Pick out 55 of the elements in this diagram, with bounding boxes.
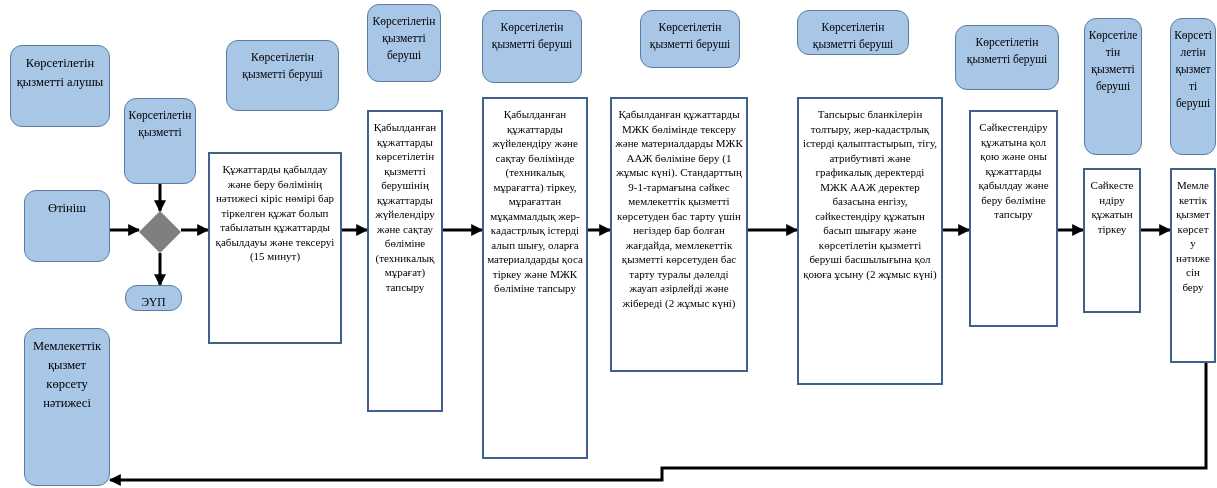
box-text: Сәйкестендіру құжатын тіркеу: [1089, 178, 1135, 236]
arrow: [110, 224, 141, 236]
role-box: [797, 10, 909, 55]
role-box: [1170, 18, 1216, 155]
process-box: [367, 110, 443, 412]
role-box: [10, 45, 110, 127]
box-text: Құжаттарды қабылдау және беру бөлімінің нәтижесі кіріс нөмірі бар тіркелген құжат болып табылатын құжаттарды қабылдауы және тексеруі (15 минут): [214, 162, 336, 264]
process-box: [1083, 168, 1141, 313]
box-text: Мемлекеттік қызмет көрсету нәтижесі: [32, 338, 102, 412]
box-text: Көрсетілетін қызметті беруші: [1174, 28, 1212, 112]
diamond-shape: [139, 211, 181, 253]
box-text: Қабылданған құжаттарды жүйелендіру және сақтау бөлімінде (техникалық мұрағатта) тіркеу, мұрағаттан мұқаммалдық жер-кадастрлық істерді алып шығу, оларға материалдарды қоса тіркеу және МЖК бөліміне тапсыру: [487, 107, 583, 296]
role-box: [24, 190, 110, 262]
role-box: [1084, 18, 1142, 155]
arrow: [108, 363, 1208, 486]
arrow: [748, 224, 799, 236]
box-text: Көрсетілетін қызметті беруші: [1088, 28, 1138, 95]
arrow: [1058, 224, 1085, 236]
arrow: [342, 224, 369, 236]
role-box: [125, 285, 182, 311]
role-box: [955, 25, 1059, 90]
box-text: Қабылданған құжаттарды МЖК бөлімінде тексеру және материалдарды МЖК ААЖ бөліміне беру (1 жұмыс күні). Стандарттың 9-1-тармағына сәйкес мемлекеттік қызметті көрсетуден бас тарту үшін негіздер бар болған жағдайда, мемлекеттік қызметті көрсетуден бас тарту туралы дәлелді жауап әзірлейді және жібереді (2 жұмыс күні): [615, 107, 743, 310]
box-text: Көрсетілетін қызметті беруші: [371, 14, 437, 64]
role-box: [226, 40, 339, 111]
role-box: [24, 328, 110, 486]
arrow: [181, 224, 210, 236]
arrow: [588, 224, 612, 236]
box-text: ЭҮП: [140, 295, 167, 310]
box-text: Қабылданған құжаттарды көрсетілетін қызметті берушінің құжаттарды жүйелендіру және сақтау бөлімінe (техникалық мұрағат) тапсыру: [372, 120, 438, 294]
process-box: [482, 97, 588, 459]
box-text: Мемлекеттік қызмет көрсету нәтижесін беру: [1175, 178, 1211, 294]
process-box: [208, 152, 342, 344]
box-text: Көрсетілетін қызметті беруші: [965, 35, 1049, 68]
arrow: [154, 253, 166, 287]
arrow: [1141, 224, 1172, 236]
role-box: [640, 10, 740, 68]
box-text: Көрсетілетін қызметті беруші: [490, 20, 574, 53]
process-box: [610, 97, 748, 372]
arrow: [443, 224, 484, 236]
box-text: Көрсетілетін қызметті беруші: [811, 20, 895, 53]
process-box: [969, 110, 1058, 327]
box-text: Көрсетілетін қызметті беруші: [241, 50, 324, 83]
box-text: Өтініш: [47, 200, 87, 217]
box-text: Көрсетілетін қызметті алушы: [15, 55, 105, 91]
box-text: Тапсырыс бланкілерін толтыру, жер-кадастрлық істерді қалыптастырып, тігу, атрибутивті және графикалық деректерді МЖК ААЖ деректер базасына енгізу, сәйкестендіру құжатын басып шығару және көрсетілетін қызметті беруші басшылығына қол қоюға ұсыну (2 жұмыс күні): [802, 107, 938, 281]
box-text: Сәйкестендіру құжатына қол қою және оны құжаттарды қабылдау және беру бөліміне тапсыру: [977, 120, 1050, 222]
process-box: [797, 97, 943, 385]
box-text: Көрсетілетін қызметті беруші: [648, 20, 732, 53]
arrow: [943, 224, 971, 236]
box-text: Көрсетілетін қызметті: [128, 108, 192, 141]
role-box: [482, 10, 582, 83]
arrow: [154, 184, 166, 213]
process-box: [1170, 168, 1216, 363]
role-box: [367, 4, 441, 82]
role-box: [124, 98, 196, 184]
